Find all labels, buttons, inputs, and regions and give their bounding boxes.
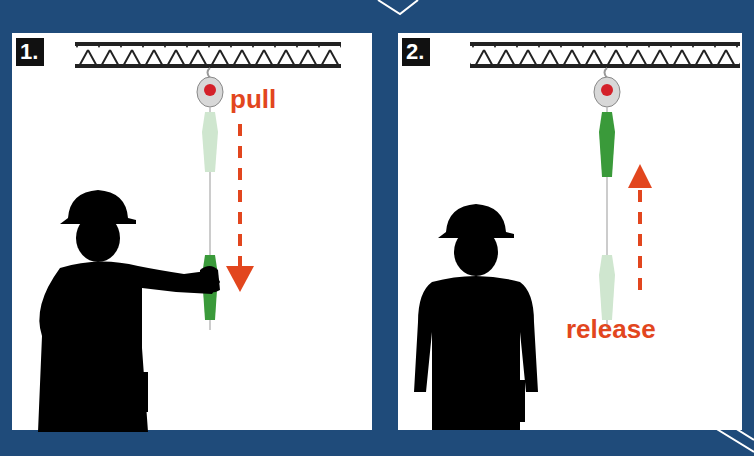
worker-silhouette xyxy=(38,190,220,432)
action-label: release xyxy=(566,316,656,342)
step-number: 2. xyxy=(406,41,426,63)
pointer-line xyxy=(378,0,418,14)
worker-silhouette xyxy=(414,204,538,430)
release-arrow xyxy=(628,164,652,290)
step-number: 1. xyxy=(20,41,40,63)
ghost-tool xyxy=(599,255,615,320)
retractor xyxy=(594,68,620,107)
panel xyxy=(398,33,742,430)
truss xyxy=(75,42,341,68)
retractor xyxy=(197,68,223,107)
action-label: pull xyxy=(230,86,276,112)
step-badge: 2. xyxy=(402,38,430,66)
step-badge: 1. xyxy=(16,38,44,66)
ghost-tool xyxy=(202,112,218,172)
tool xyxy=(599,112,615,177)
truss xyxy=(470,42,740,68)
pull-arrow xyxy=(226,124,254,292)
